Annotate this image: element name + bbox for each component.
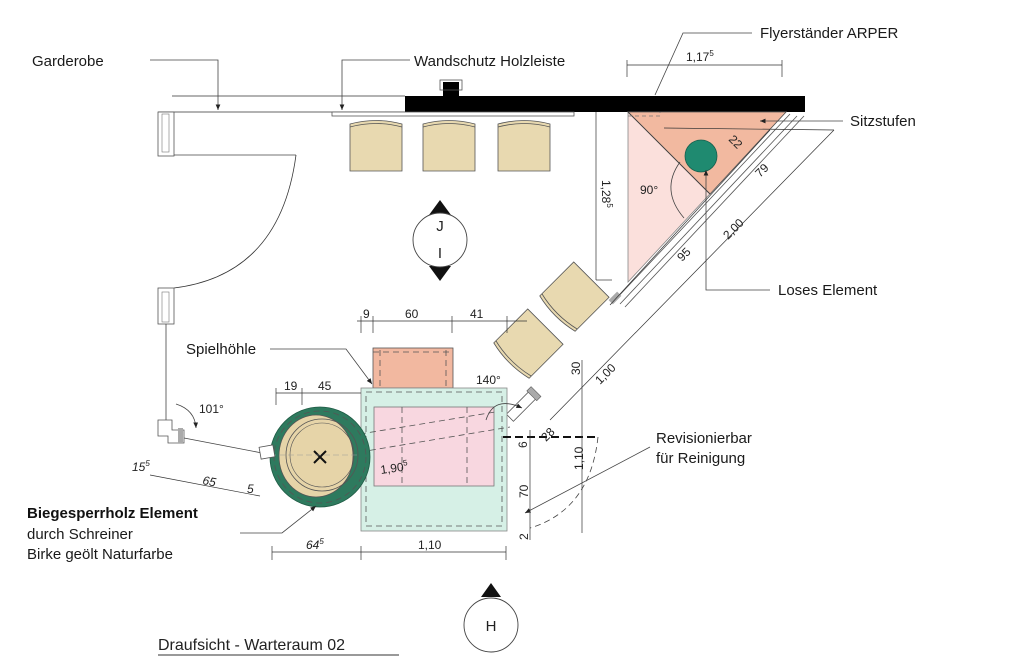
label-sitzstufen: Sitzstufen <box>850 113 916 130</box>
seats-top <box>349 120 551 172</box>
seat <box>422 120 476 172</box>
wandschutz-holzleiste <box>331 111 575 117</box>
seat <box>497 120 551 172</box>
loses-element <box>684 139 718 173</box>
door-frame-bottom-inner <box>161 291 170 323</box>
seat <box>539 261 610 332</box>
dimension-lines <box>149 60 835 560</box>
drawing-title: Draufsicht - Warteraum 02 <box>158 637 345 654</box>
dim-1175: 1,175 <box>686 49 714 64</box>
section-marker-ij: J I <box>412 200 468 281</box>
dim-2: 2 <box>517 533 531 540</box>
sitzstufen <box>608 111 805 308</box>
spielhoehle <box>372 347 454 389</box>
angle-arc-90 <box>670 161 685 219</box>
angle-90: 90° <box>640 183 658 197</box>
door-frame-top <box>157 111 175 157</box>
dim-5: 5 <box>247 482 254 496</box>
door-frame-top-inner <box>161 113 170 153</box>
leaders <box>150 32 843 534</box>
dim-95: 95 <box>674 245 694 265</box>
label-spielhoehle: Spielhöhle <box>186 341 256 358</box>
dim-6: 6 <box>516 441 530 448</box>
dim-1285: 1,285 <box>599 180 614 208</box>
section-marker-h[interactable]: H <box>463 583 519 653</box>
label-biege-title: Biegesperrholz Element <box>27 505 198 522</box>
wall-pillar-outline <box>439 79 463 91</box>
seat <box>349 120 403 172</box>
label-wandschutz: Wandschutz Holzleiste <box>414 53 565 70</box>
dim-1905: 1,905 <box>379 458 409 477</box>
dim-110-vertical: 1,10 <box>572 446 586 470</box>
label-flyerstaender: Flyerständer ARPER <box>760 25 899 42</box>
angle-101: 101° <box>199 402 224 416</box>
section-marker-j: J <box>436 218 444 235</box>
dim-45: 45 <box>318 379 332 393</box>
door-frame-bottom <box>157 287 175 325</box>
round-element <box>269 406 371 508</box>
label-revisionierbar-1: Revisionierbar <box>656 430 752 447</box>
dim-60: 60 <box>405 307 419 321</box>
walls <box>158 79 805 117</box>
label-biege-line3: Birke geölt Naturfarbe <box>27 546 173 563</box>
dim-79: 79 <box>752 161 772 181</box>
door-swing-arc <box>173 154 297 289</box>
dim-645: 645 <box>306 537 324 552</box>
dim-19: 19 <box>284 379 298 393</box>
round-element-inner <box>278 414 354 498</box>
spielhoehle-group <box>359 347 523 532</box>
center-mark-icon <box>313 450 327 464</box>
dim-9: 9 <box>363 307 370 321</box>
door <box>157 111 297 420</box>
section-marker-i: I <box>438 245 442 262</box>
dim-41: 41 <box>470 307 484 321</box>
label-biege-line2: durch Schreiner <box>27 526 133 543</box>
seat <box>493 308 564 379</box>
dim-30: 30 <box>569 361 583 375</box>
section-marker-h-label: H <box>486 618 497 635</box>
side-door <box>157 403 276 460</box>
dim-70: 70 <box>517 484 531 498</box>
label-garderobe: Garderobe <box>32 53 104 70</box>
dim-110-horizontal: 1,10 <box>418 538 442 552</box>
dim-200: 2,00 <box>720 215 747 242</box>
wall-solid <box>405 96 805 112</box>
dim-155: 155 <box>132 459 150 474</box>
angle-140: 140° <box>476 373 501 387</box>
label-loses-element: Loses Element <box>778 282 878 299</box>
dim-28: 28 <box>538 425 558 445</box>
label-revisionierbar-2: für Reinigung <box>656 450 745 467</box>
dim-65: 65 <box>201 473 217 489</box>
seats-angled <box>493 261 610 422</box>
dim-100: 1,00 <box>592 360 619 387</box>
